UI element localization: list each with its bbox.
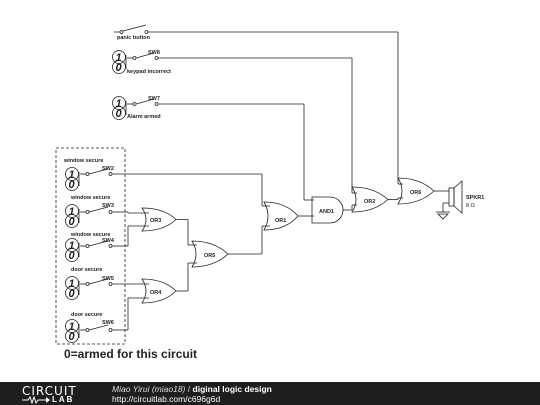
sw3-switch[interactable]	[80, 206, 149, 214]
logo-wave-icon	[22, 396, 50, 404]
and1-gate[interactable]	[311, 196, 357, 224]
sw3-one-label: 1	[69, 206, 75, 218]
sw4-input-values[interactable]	[65, 238, 80, 262]
or2-label: OR2	[364, 199, 375, 205]
or6-gate[interactable]	[397, 177, 449, 205]
panic-button-label: panic button	[117, 35, 151, 41]
sw5-desc-label: door secure	[71, 267, 102, 273]
keypad-incorrect-label: keypad incorrect	[127, 69, 171, 75]
circuit-title[interactable]: diginal logic design	[192, 384, 272, 394]
circuit-schematic: 1 0 1 0 1 0 1 0 1 0 1 0 1 0 SW8 SW7 SW2 …	[55, 24, 484, 361]
spkr1-ref-label: SPKR1	[466, 195, 484, 201]
sw7-zero-label: 0	[116, 108, 123, 120]
title-separator: /	[187, 384, 191, 394]
and1-label: AND1	[319, 209, 334, 215]
sw8-one-label: 1	[116, 52, 122, 64]
sw8-zero-label: 0	[116, 62, 123, 74]
or3-label: OR3	[150, 218, 161, 224]
logo-bottom-text: LAB	[52, 395, 75, 404]
or5-gate[interactable]	[191, 225, 270, 268]
or3-gate[interactable]	[141, 207, 197, 246]
sw2-switch[interactable]	[80, 168, 270, 207]
sw6-zero-label: 0	[69, 331, 76, 343]
alarm-armed-label: Alarm armed	[127, 114, 161, 120]
sw4-ref-label: SW4	[102, 238, 115, 244]
sw3-zero-label: 0	[69, 216, 76, 228]
or2-gate[interactable]	[351, 186, 403, 213]
sw3-input-values[interactable]	[65, 204, 80, 228]
sw4-switch[interactable]	[80, 225, 149, 248]
sw2-desc-label: window secure	[63, 158, 103, 164]
sw2-ref-label: SW2	[102, 166, 114, 172]
sw5-zero-label: 0	[69, 288, 76, 300]
circuit-note: 0=armed for this circuit	[64, 347, 197, 361]
author-name[interactable]: Miao Yirui (miao18)	[112, 384, 186, 394]
footer-bar: CIRCUIT LAB Miao Yirui (miao18) / digina…	[0, 382, 540, 405]
sw7-ref-label: SW7	[148, 96, 160, 102]
circuitlab-logo[interactable]: CIRCUIT LAB	[22, 384, 102, 404]
sw5-input-values[interactable]	[65, 276, 80, 300]
sw6-one-label: 1	[69, 321, 75, 333]
sw3-ref-label: SW3	[102, 203, 114, 209]
sw8-ref-label: SW8	[148, 50, 160, 56]
sw8-input-values[interactable]	[112, 50, 127, 74]
sw6-input-values[interactable]	[65, 319, 80, 343]
or4-gate[interactable]	[141, 262, 197, 304]
panic-button-switch[interactable]	[114, 24, 398, 34]
sw4-zero-label: 0	[69, 250, 76, 262]
sw2-input-values[interactable]	[65, 167, 80, 191]
or1-gate[interactable]	[263, 201, 314, 231]
or5-label: OR5	[204, 253, 215, 259]
or6-label: OR6	[410, 190, 421, 196]
sw4-one-label: 1	[69, 240, 75, 252]
speaker-spkr1[interactable]	[436, 180, 463, 220]
sw6-switch[interactable]	[80, 297, 149, 332]
sw7-switch[interactable]	[127, 98, 314, 201]
logo-top-text: CIRCUIT	[22, 384, 77, 398]
or4-label: OR4	[150, 290, 162, 296]
sw5-ref-label: SW5	[102, 276, 114, 282]
circuit-url[interactable]: http://circuitlab.com/c696g6d	[112, 394, 221, 404]
sw7-one-label: 1	[116, 98, 122, 110]
sw4-desc-label: window secure	[70, 232, 110, 238]
sw5-one-label: 1	[69, 278, 75, 290]
sw5-switch[interactable]	[80, 278, 149, 286]
sw7-input-values[interactable]	[112, 96, 127, 120]
sw3-desc-label: window secure	[70, 195, 110, 201]
sw2-one-label: 1	[69, 169, 75, 181]
author-line: Miao Yirui (miao18) / diginal logic desi…	[112, 384, 272, 394]
spkr1-value-label: 8 Ω	[466, 203, 475, 209]
sw6-desc-label: door secure	[71, 312, 102, 318]
or1-label: OR1	[275, 218, 286, 224]
sw2-zero-label: 0	[69, 179, 76, 191]
sw8-switch[interactable]	[127, 52, 352, 60]
sw6-ref-label: SW6	[102, 320, 114, 326]
